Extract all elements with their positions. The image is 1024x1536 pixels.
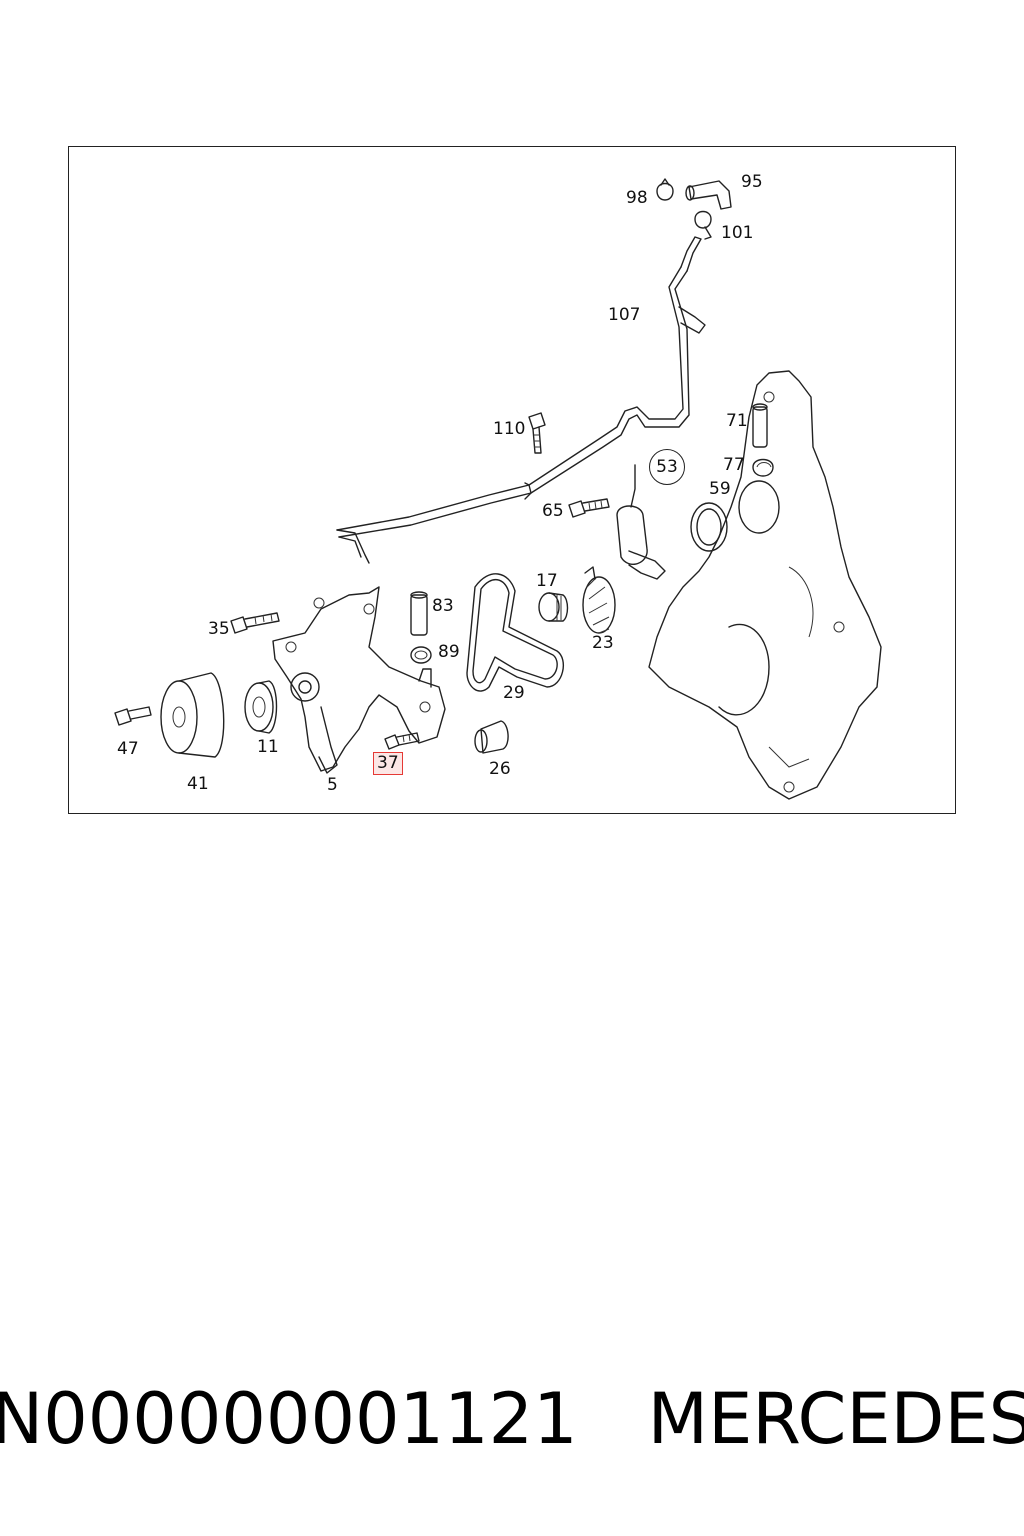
clamp-101 bbox=[694, 210, 712, 240]
callout-83[interactable]: 83 bbox=[432, 596, 454, 616]
bolt-35 bbox=[230, 612, 280, 634]
timing-cover bbox=[648, 370, 882, 800]
callout-59[interactable]: 59 bbox=[709, 479, 731, 499]
pulley-41 bbox=[160, 672, 225, 758]
callout-107[interactable]: 107 bbox=[608, 305, 641, 325]
drive-belt-29 bbox=[466, 573, 565, 692]
sleeve-71 bbox=[752, 403, 768, 448]
callout-101[interactable]: 101 bbox=[721, 223, 754, 243]
part-number: N000000001121 bbox=[0, 1378, 578, 1460]
sleeve-83 bbox=[410, 591, 428, 636]
footer-caption: N000000001121 MERCEDES bbox=[0, 1378, 1024, 1468]
callout-23[interactable]: 23 bbox=[592, 633, 614, 653]
callout-37-highlighted[interactable]: 37 bbox=[373, 752, 403, 775]
bolt-47 bbox=[114, 706, 152, 726]
callout-41[interactable]: 41 bbox=[187, 774, 209, 794]
impeller-23 bbox=[582, 566, 616, 634]
bolt-65 bbox=[568, 498, 610, 518]
callout-110[interactable]: 110 bbox=[493, 419, 526, 439]
hose-95 bbox=[685, 180, 732, 210]
clamp-77 bbox=[752, 458, 774, 477]
callout-17[interactable]: 17 bbox=[536, 571, 558, 591]
parts-diagram-frame: 98 95 101 107 71 110 53 77 59 65 17 83 3… bbox=[68, 146, 956, 814]
bushing-26 bbox=[474, 720, 509, 754]
callout-65[interactable]: 65 bbox=[542, 501, 564, 521]
callout-95[interactable]: 95 bbox=[741, 172, 763, 192]
bolt-110 bbox=[528, 412, 546, 454]
callout-98[interactable]: 98 bbox=[626, 188, 648, 208]
callout-35[interactable]: 35 bbox=[208, 619, 230, 639]
callout-29[interactable]: 29 bbox=[503, 683, 525, 703]
brand-name: MERCEDES bbox=[647, 1378, 1024, 1460]
plug-17 bbox=[538, 592, 569, 622]
clamp-98 bbox=[656, 178, 674, 201]
seal-ring-59 bbox=[690, 502, 728, 552]
water-pump-5 bbox=[272, 586, 446, 774]
bolt-37 bbox=[384, 732, 420, 750]
callout-71[interactable]: 71 bbox=[726, 411, 748, 431]
exploded-parts-drawing bbox=[114, 178, 882, 800]
callout-47[interactable]: 47 bbox=[117, 739, 139, 759]
callout-77[interactable]: 77 bbox=[723, 455, 745, 475]
callout-5[interactable]: 5 bbox=[327, 775, 338, 795]
clamp-89 bbox=[410, 646, 432, 664]
thermostat-housing-53 bbox=[616, 464, 666, 580]
callout-89[interactable]: 89 bbox=[438, 642, 460, 662]
callout-53[interactable]: 53 bbox=[649, 449, 685, 485]
callout-11[interactable]: 11 bbox=[257, 737, 279, 757]
hub-11 bbox=[244, 680, 278, 734]
callout-26[interactable]: 26 bbox=[489, 759, 511, 779]
coolant-pipe-107 bbox=[336, 236, 706, 564]
